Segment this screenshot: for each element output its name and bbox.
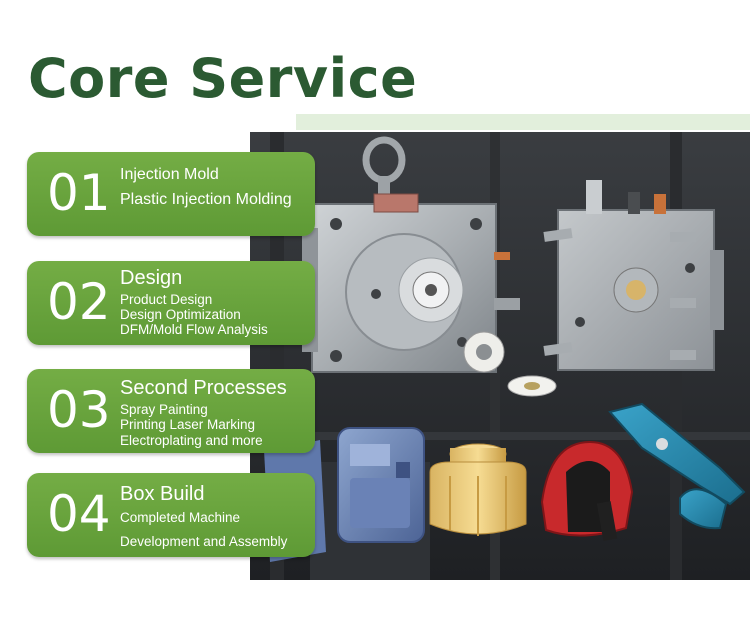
service-heading: Second Processes: [120, 377, 287, 399]
mold-right-half: [543, 180, 724, 371]
service-heading: Box Build: [120, 483, 205, 505]
service-line: Design Optimization: [120, 307, 241, 322]
teal-vacuum-tool: [608, 402, 746, 530]
service-line: Electroplating and more: [120, 433, 263, 448]
service-line: Product Design: [120, 292, 213, 307]
red-black-sprayer-product: [540, 440, 634, 541]
service-number: 03: [47, 381, 111, 439]
service-heading: Design: [120, 267, 183, 289]
service-number: 04: [47, 485, 111, 543]
mold-and-products-illustration: [250, 132, 750, 580]
service-number: 01: [47, 164, 111, 222]
service-card-03: 03 Second Processes Spray Painting Print…: [27, 369, 315, 453]
service-line: Completed Machine: [120, 510, 241, 525]
service-line: Printing Laser Marking: [120, 417, 256, 432]
service-line: Injection Mold: [120, 166, 219, 183]
amber-transparent-cup: [429, 443, 527, 536]
eye-bolt-and-sprue: [362, 136, 419, 213]
decorative-band: [296, 114, 750, 130]
service-line: Development and Assembly: [120, 534, 288, 549]
service-line: Spray Painting: [120, 402, 208, 417]
service-number: 02: [47, 273, 111, 331]
service-line: Plastic Injection Molding: [120, 191, 292, 208]
service-card-01: 01 Injection Mold Plastic Injection Mold…: [27, 152, 315, 236]
molded-gears: [463, 331, 557, 397]
product-photo: [250, 132, 750, 580]
service-card-02: 02 Design Product Design Design Optimiza…: [27, 261, 315, 345]
service-line: DFM/Mold Flow Analysis: [120, 322, 268, 337]
service-card-04: 04 Box Build Completed Machine Developme…: [27, 473, 315, 557]
page-title: Core Service: [28, 47, 418, 110]
